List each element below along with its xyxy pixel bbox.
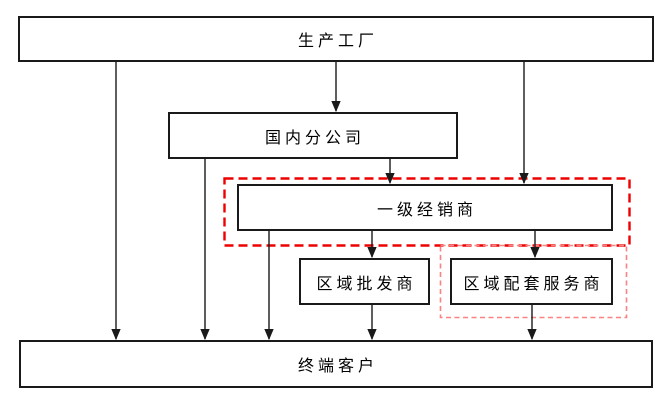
node-end-customer-label: 终端客户 — [297, 358, 378, 375]
node-tier1-distributor-label: 一级经销商 — [376, 201, 477, 219]
node-regional-wholesaler-label: 区域批发商 — [316, 275, 417, 293]
node-tier1-distributor: 一级经销商 — [237, 184, 613, 231]
node-factory: 生产工厂 — [18, 16, 654, 62]
node-domestic-branch: 国内分公司 — [168, 112, 458, 159]
node-regional-wholesaler: 区域批发商 — [299, 258, 430, 305]
node-factory-label: 生产工厂 — [297, 33, 378, 50]
node-domestic-branch-label: 国内分公司 — [264, 129, 365, 147]
node-regional-service-provider: 区域配套服务商 — [450, 258, 613, 305]
node-regional-service-provider-label: 区域配套服务商 — [463, 275, 604, 293]
node-end-customer: 终端客户 — [19, 340, 653, 388]
